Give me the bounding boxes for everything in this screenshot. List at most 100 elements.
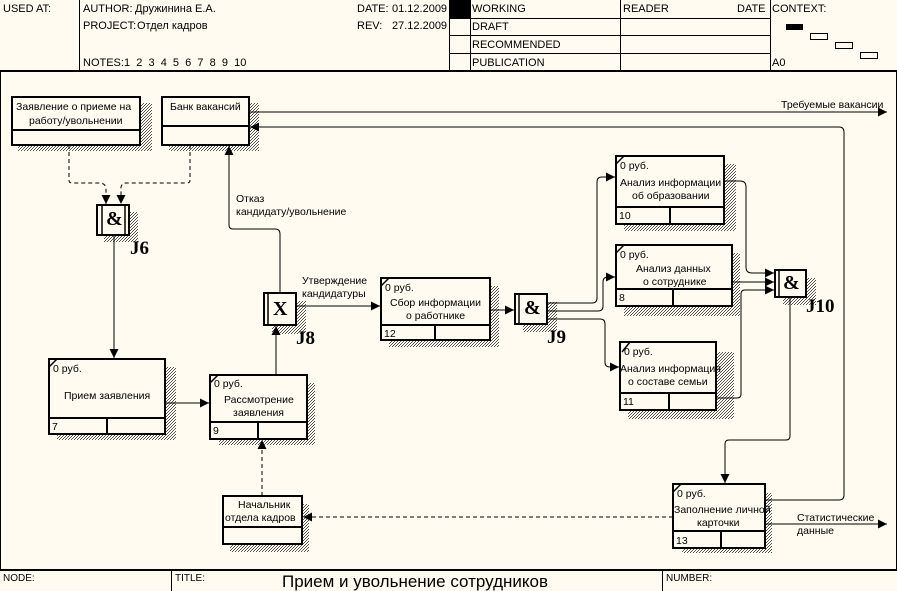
uow-13-title-line1: Заполнение личной bbox=[674, 504, 771, 516]
junction-j10-symbol: & bbox=[783, 272, 800, 294]
link-uow13-to-vacancy-bank[interactable] bbox=[250, 122, 845, 501]
uow-12-number: 12 bbox=[384, 328, 396, 340]
referent-vacancy-bank[interactable] bbox=[161, 96, 259, 151]
uow-10-title-line2: об образовании bbox=[632, 190, 710, 202]
footer-frame bbox=[0, 569, 897, 591]
uow-9-number: 9 bbox=[213, 425, 219, 437]
referent-application-line1: Заявление о приеме на bbox=[16, 101, 132, 113]
rev-label: REV: bbox=[357, 20, 383, 32]
context-box bbox=[860, 52, 878, 59]
footer-divider-number bbox=[662, 570, 663, 591]
uow-7-box[interactable] bbox=[48, 358, 176, 440]
status-draft: DRAFT bbox=[472, 21, 509, 33]
date-label: DATE: bbox=[357, 3, 389, 15]
uow-7-title: Прием заявления bbox=[64, 390, 151, 402]
footer-title-label: TITLE: bbox=[175, 573, 206, 584]
status-row-recommended[interactable] bbox=[450, 36, 770, 54]
referent-hr-head[interactable] bbox=[222, 495, 309, 552]
rev-value: 27.12.2009 bbox=[392, 20, 448, 32]
context-box bbox=[835, 42, 853, 49]
uow-12-title-line2: о работнике bbox=[406, 310, 466, 322]
arrow-label-approval-line1: Утверждение bbox=[302, 275, 368, 287]
context-label: CONTEXT: bbox=[772, 3, 827, 15]
junction-j6[interactable] bbox=[96, 204, 138, 242]
footer-divider-node bbox=[171, 570, 172, 591]
footer-node-label: NODE: bbox=[3, 573, 35, 584]
link-vacancy-bank-to-j6[interactable] bbox=[116, 145, 191, 204]
uow-10-title-line1: Анализ информации bbox=[620, 177, 722, 189]
uow-10-number: 10 bbox=[619, 210, 631, 222]
uow-13-number: 13 bbox=[676, 535, 688, 547]
junction-j8-label: J8 bbox=[296, 328, 315, 349]
junction-j6-label: J6 bbox=[130, 238, 149, 259]
referent-application[interactable] bbox=[11, 96, 152, 151]
link-uow11-to-j10[interactable] bbox=[716, 285, 774, 399]
uow-8-cost: 0 руб. bbox=[620, 249, 649, 261]
uow-10-cost: 0 руб. bbox=[620, 160, 649, 172]
status-working: WORKING bbox=[472, 3, 526, 15]
reader-col-divider bbox=[620, 0, 621, 71]
date-value: 01.12.2009 bbox=[392, 3, 448, 15]
uow-11-box[interactable] bbox=[619, 341, 734, 419]
footer-number-label: NUMBER: bbox=[666, 573, 713, 584]
context-node: A0 bbox=[772, 57, 786, 69]
link-application-to-j6[interactable] bbox=[68, 145, 111, 204]
junction-j9[interactable] bbox=[514, 293, 557, 332]
project-label: PROJECT: bbox=[83, 20, 137, 32]
junction-j9-label: J9 bbox=[547, 327, 566, 348]
uow-10-box[interactable] bbox=[615, 155, 736, 231]
uow-12-box[interactable] bbox=[380, 277, 499, 347]
status-marker-working bbox=[450, 0, 470, 18]
referent-hr-head-line1: Начальник bbox=[238, 499, 291, 511]
used-at-cell bbox=[0, 0, 80, 72]
junction-j9-symbol: & bbox=[524, 297, 541, 319]
status-table bbox=[449, 0, 771, 71]
link-j9-to-uow10[interactable] bbox=[547, 172, 615, 304]
arrow-label-approval-line2: кандидатуры bbox=[302, 288, 366, 300]
used-at-label: USED AT: bbox=[3, 3, 52, 15]
status-row-draft[interactable] bbox=[450, 18, 770, 36]
arrow-label-refusal-line1: Отказ bbox=[236, 193, 265, 205]
referent-hr-head-line2: отдела кадров bbox=[225, 512, 296, 524]
referent-application-line2: работу/увольнении bbox=[29, 115, 123, 127]
header-frame bbox=[0, 0, 897, 72]
uow-8-box[interactable] bbox=[615, 244, 740, 316]
uow-9-box[interactable] bbox=[209, 374, 315, 445]
link-j8-refusal[interactable] bbox=[224, 146, 281, 293]
uow-8-number: 8 bbox=[619, 292, 625, 304]
uow-7-number: 7 bbox=[52, 421, 58, 433]
junction-j10[interactable] bbox=[774, 269, 816, 305]
arrow-label-stats-line2: данные bbox=[797, 525, 834, 537]
author-label: AUTHOR: bbox=[83, 3, 133, 15]
arrow-label-refusal-line2: кандидату/увольнение bbox=[236, 206, 347, 218]
uow-7-cost: 0 руб. bbox=[53, 363, 82, 375]
notes-label: NOTES: bbox=[83, 57, 124, 69]
link-j9-to-uow8[interactable] bbox=[547, 272, 615, 312]
status-col-divider bbox=[470, 0, 471, 71]
junction-j10-label: J10 bbox=[806, 296, 835, 317]
context-box-active bbox=[786, 24, 803, 30]
uow-11-cost: 0 руб. bbox=[624, 346, 653, 358]
uow-12-title-line1: Сбор информации bbox=[390, 297, 481, 309]
uow-11-number: 11 bbox=[623, 396, 634, 408]
junction-j8-symbol: X bbox=[273, 298, 288, 320]
uow-8-title-line2: о сотруднике bbox=[643, 276, 707, 288]
status-recommended: RECOMMENDED bbox=[472, 39, 561, 51]
uow-9-title-line1: Рассмотрение bbox=[224, 394, 294, 406]
junction-j6-symbol: & bbox=[106, 208, 123, 230]
arrow-label-required-vacancies: Требуемые вакансии bbox=[781, 99, 884, 111]
context-box bbox=[810, 33, 828, 40]
project-value: Отдел кадров bbox=[137, 20, 208, 32]
diagram-title: Прием и увольнение сотрудников bbox=[282, 572, 549, 591]
uow-13-box[interactable] bbox=[672, 483, 772, 553]
link-j9-to-uow11[interactable] bbox=[547, 318, 619, 372]
link-j10-to-uow13[interactable] bbox=[720, 297, 791, 483]
author-value: Дружинина Е.А. bbox=[135, 3, 216, 15]
uow-13-title-line2: карточки bbox=[697, 517, 740, 529]
reader-date-label: DATE bbox=[737, 3, 766, 15]
uow-11-title-line1: Анализ информация bbox=[620, 363, 721, 375]
link-uow10-to-j10[interactable] bbox=[724, 180, 774, 278]
status-row-working[interactable] bbox=[450, 0, 770, 19]
uow-13-cost: 0 руб. bbox=[677, 488, 706, 500]
